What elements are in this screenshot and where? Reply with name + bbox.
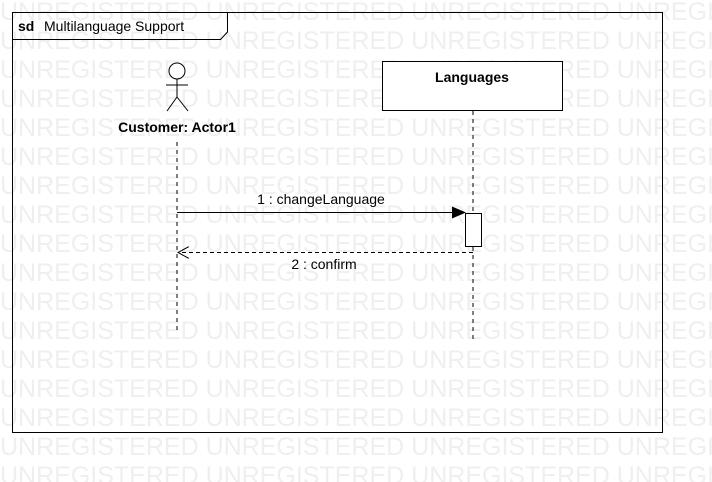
actor-label: Customer: Actor1 xyxy=(118,119,236,135)
lifeline-label: Languages xyxy=(435,69,509,85)
lifeline-head-languages xyxy=(382,61,563,111)
frame-title: Multilanguage Support xyxy=(44,18,184,34)
activation-bar xyxy=(465,213,482,247)
frame-label-tab xyxy=(12,12,228,40)
frame-border xyxy=(12,12,663,433)
frame-keyword: sd xyxy=(18,18,34,34)
actor-icon xyxy=(166,62,189,112)
message-1-label: 1 : changeLanguage xyxy=(257,191,385,207)
message-2-label: 2 : confirm xyxy=(291,256,356,272)
